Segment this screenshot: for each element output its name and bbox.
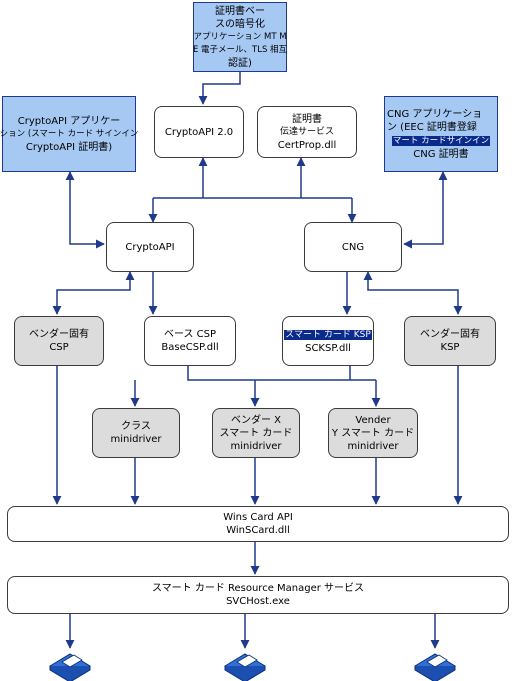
arrow-cng-vendor-ksp <box>363 271 463 315</box>
cert-app-line-5: 認証) <box>228 57 252 69</box>
cng-box: CNG <box>304 222 402 272</box>
certprop-line-3: CertProp.dll <box>277 139 337 151</box>
vendorx-md-line-2: スマート カード <box>219 427 293 439</box>
cng-app-line-2: ン (EEC 証明書登録 <box>387 121 477 133</box>
class-minidriver-box: クラス minidriver <box>92 408 180 458</box>
vendory-md-line-1: Vender <box>355 414 391 426</box>
resource-manager-box: スマート カード Resource Manager サービス SVCHost.e… <box>7 576 509 614</box>
vendor-csp-box: ベンダー固有 CSP <box>14 316 104 366</box>
scksp-box: スマート カード KSP SCKSP.dll <box>282 316 374 366</box>
minidriver-bus <box>187 366 376 381</box>
cng-label: CNG <box>341 241 365 253</box>
rm-line-2: SVCHost.exe <box>226 596 290 607</box>
vendory-md-line-2: Y スマート カード <box>331 427 415 439</box>
vendor-csp-line-1: ベンダー固有 <box>29 329 89 340</box>
cryptoapi-label: CryptoAPI <box>125 241 175 253</box>
card-reader-icon <box>224 653 266 681</box>
cryptoapi-app-line-2: ション (スマート カード サインイン <box>0 128 139 139</box>
winscard-line-2: WinSCard.dll <box>226 525 290 536</box>
cryptoapi-app-box: CryptoAPI アプリケー ション (スマート カード サインイン Cryp… <box>0 96 139 172</box>
winscard-box: Wins Card API WinSCard.dll <box>7 506 509 542</box>
card-reader-icon <box>49 653 91 681</box>
arrow-cryptoapi-app-cryptoapi <box>65 171 105 249</box>
vendorx-md-line-1: ベンダー X <box>230 414 282 426</box>
cryptoapi-app-line-1: CryptoAPI アプリケー <box>17 115 121 127</box>
cryptoapi20-label: CryptoAPI 2.0 <box>164 126 234 138</box>
vendor-csp-line-2: CSP <box>49 342 69 353</box>
arrow-top-to-cryptoapi20 <box>198 72 241 105</box>
certprop-line-1: 証明書 <box>292 113 322 125</box>
vendory-md-line-3: minidriver <box>347 440 399 452</box>
card-reader-icon <box>414 653 456 681</box>
scksp-highlight: スマート カード KSP <box>284 329 372 340</box>
basecsp-line-1: ベース CSP <box>163 329 217 340</box>
cng-app-line-3: マート カードサインイン <box>391 134 491 148</box>
vendor-ksp-box: ベンダー固有 KSP <box>404 316 496 366</box>
cryptoapi20-box: CryptoAPI 2.0 <box>154 106 244 158</box>
cert-app-line-1: 証明書ベー <box>215 5 265 17</box>
cng-app-line-4: CNG 証明書 <box>413 148 469 160</box>
cert-app-line-4: E 電子メール、TLS 相互 <box>192 44 288 55</box>
vendor-ksp-line-2: KSP <box>440 342 460 353</box>
basecsp-line-2: BaseCSP.dll <box>161 342 219 353</box>
certprop-line-2: 伝達サービス <box>279 126 334 137</box>
basecsp-box: ベース CSP BaseCSP.dll <box>144 316 236 366</box>
vendorx-md-line-3: minidriver <box>230 440 282 452</box>
cryptoapi-box: CryptoAPI <box>106 222 194 272</box>
certprop-box: 証明書 伝達サービス CertProp.dll <box>257 106 357 158</box>
cng-app-line-1: CNG アプリケーショ <box>387 108 483 120</box>
vendory-minidriver-box: Vender Y スマート カード minidriver <box>328 408 418 458</box>
class-md-line-2: minidriver <box>110 434 162 445</box>
arrow-cng-app-cng <box>403 171 448 249</box>
arrow-cryptoapi-vendor-csp <box>52 271 135 315</box>
scksp-line-2: SCKSP.dll <box>305 342 351 354</box>
scksp-line-1: スマート カード KSP <box>284 328 372 342</box>
cert-app-box: 証明書ベー スの暗号化 アプリケーション MT M E 電子メール、TLS 相互… <box>193 2 287 72</box>
class-md-line-1: クラス <box>121 421 151 432</box>
winscard-line-1: Wins Card API <box>223 512 293 523</box>
cryptoapi-app-line-3: CryptoAPI 証明書) <box>25 141 113 153</box>
rm-line-1: スマート カード Resource Manager サービス <box>151 583 365 594</box>
vendorx-minidriver-box: ベンダー X スマート カード minidriver <box>212 408 300 458</box>
cert-app-line-2: スの暗号化 <box>215 18 265 30</box>
cert-app-line-3: アプリケーション MT M <box>193 31 287 42</box>
cng-app-box: CNG アプリケーショ ン (EEC 証明書登録 マート カードサインイン CN… <box>384 96 498 172</box>
vendor-ksp-line-1: ベンダー固有 <box>420 329 480 340</box>
cng-app-highlight: マート カードサインイン <box>391 135 491 146</box>
